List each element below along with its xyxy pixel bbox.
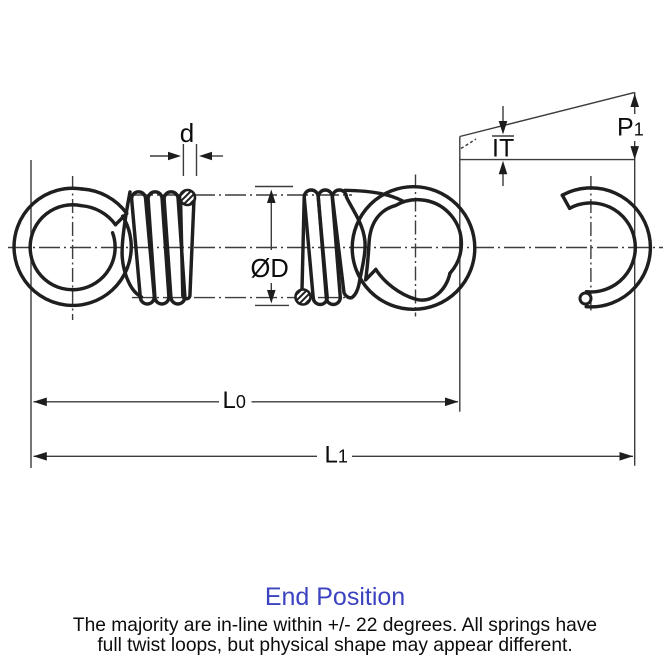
svg-text:L0: L0	[223, 387, 246, 414]
svg-text:d: d	[180, 118, 194, 148]
svg-text:P1: P1	[617, 114, 644, 142]
svg-text:L1: L1	[325, 442, 348, 469]
svg-text:ØD: ØD	[251, 255, 289, 283]
svg-text:IT: IT	[492, 135, 514, 163]
